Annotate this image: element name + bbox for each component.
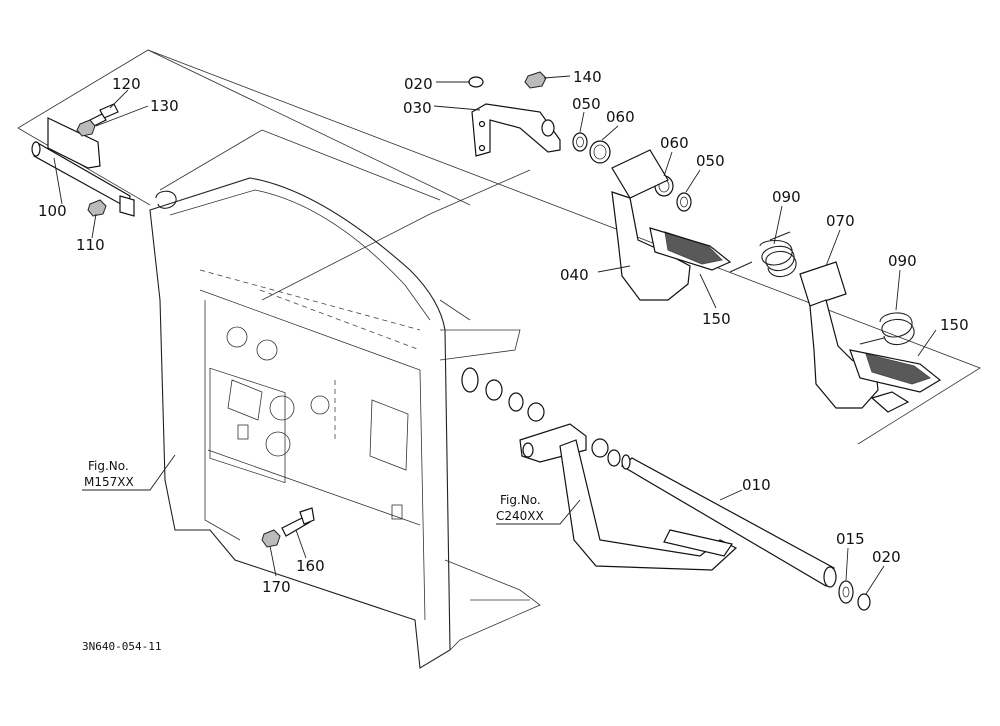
label-090-a: 090 xyxy=(772,188,801,206)
label-050-a: 050 xyxy=(572,95,601,113)
label-170: 170 xyxy=(262,578,291,596)
label-100: 100 xyxy=(38,202,67,220)
fig-ref-left-line2: M157XX xyxy=(84,475,134,489)
label-150-a: 150 xyxy=(702,310,731,328)
pedal-arm-040 xyxy=(611,149,732,301)
drawing-code: 3N640-054-11 xyxy=(82,640,161,653)
pedal-arm-070 xyxy=(799,261,942,413)
spring-090-a xyxy=(729,231,797,278)
label-130: 130 xyxy=(150,97,179,115)
fig-ref-right-line1: Fig.No. xyxy=(500,493,541,507)
snap-ring-020-top xyxy=(468,76,484,88)
frame-panel xyxy=(149,177,541,669)
fig-ref-left-line1: Fig.No. xyxy=(88,459,129,473)
label-060-a: 060 xyxy=(606,108,635,126)
label-020-top: 020 xyxy=(404,75,433,93)
label-150-b: 150 xyxy=(940,316,969,334)
bushing-050-a xyxy=(572,132,588,152)
bracket-100 xyxy=(31,117,135,217)
nut-140 xyxy=(524,71,547,89)
label-020-bottom: 020 xyxy=(872,548,901,566)
label-040: 040 xyxy=(560,266,589,284)
spring-090-b xyxy=(859,312,915,346)
washer-015 xyxy=(838,580,854,604)
label-030: 030 xyxy=(403,99,432,117)
label-060-b: 060 xyxy=(660,134,689,152)
bracket-030 xyxy=(471,103,561,157)
label-140: 140 xyxy=(573,68,602,86)
label-015: 015 xyxy=(836,530,865,548)
fig-ref-left: Fig.No. M157XX xyxy=(84,459,134,489)
bolt-160 xyxy=(281,507,315,537)
label-090-b: 090 xyxy=(888,252,917,270)
label-110: 110 xyxy=(76,236,105,254)
nut-130 xyxy=(76,119,96,137)
fig-ref-right-line2: C240XX xyxy=(496,509,544,523)
label-120: 120 xyxy=(112,75,141,93)
spring-left xyxy=(155,190,177,209)
bushing-050-b xyxy=(676,192,692,212)
label-160: 160 xyxy=(296,557,325,575)
label-010: 010 xyxy=(742,476,771,494)
nut-110 xyxy=(87,199,107,217)
bearing-060-a xyxy=(589,140,611,164)
label-050-b: 050 xyxy=(696,152,725,170)
part-labels: 020 030 140 050 060 060 050 040 150 090 … xyxy=(38,68,969,596)
leader-lines xyxy=(53,75,937,595)
assembly-outline xyxy=(17,49,981,445)
snap-ring-020-bottom xyxy=(857,593,871,611)
shaft-010 xyxy=(620,454,837,588)
middle-bushing-row xyxy=(461,367,621,467)
fig-ref-right: Fig.No. C240XX xyxy=(496,493,544,523)
label-070: 070 xyxy=(826,212,855,230)
nut-170 xyxy=(261,529,281,548)
bottom-pedal xyxy=(519,423,738,571)
